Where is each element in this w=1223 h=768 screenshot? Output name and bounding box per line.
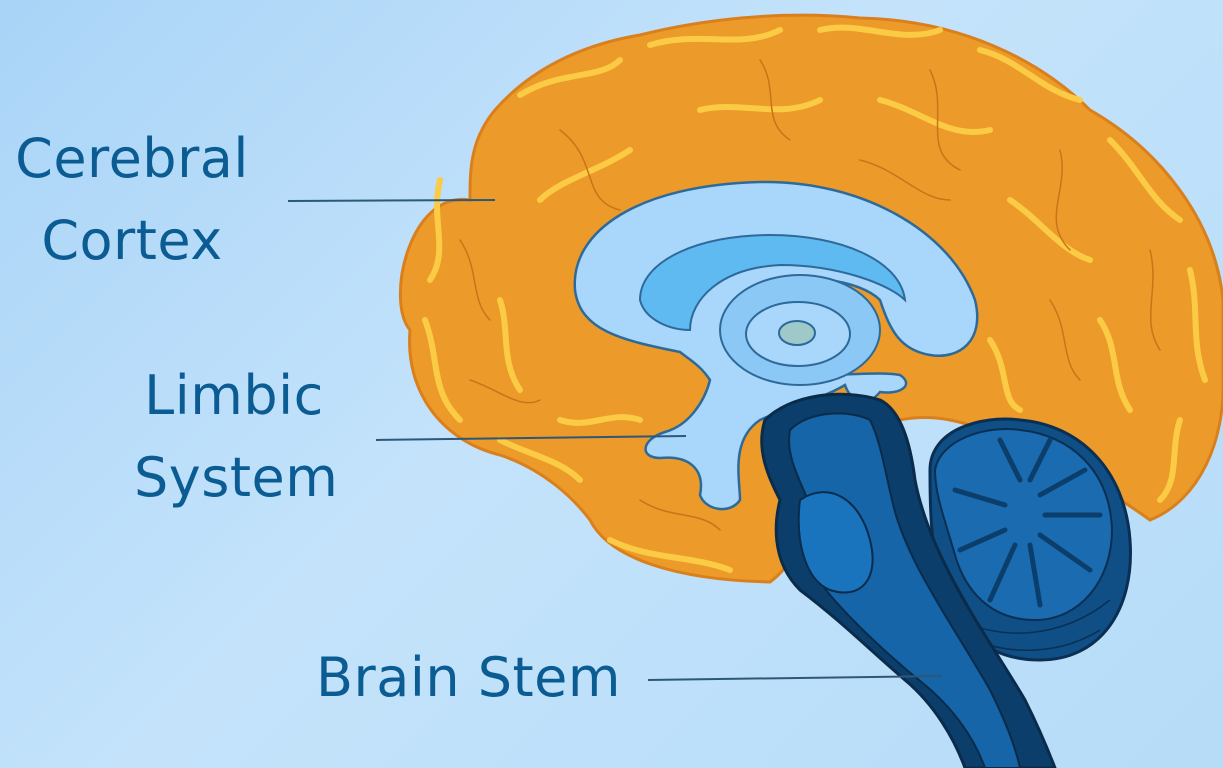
limbic-system-label-line1: Limbic — [134, 355, 334, 437]
brain-stem-label: Brain Stem — [316, 637, 621, 719]
limbic-core — [779, 321, 815, 345]
cerebral-cortex-label-line2: Cortex — [14, 200, 250, 282]
brain-stem-label-text: Brain Stem — [316, 637, 621, 719]
brainstem-leader-line — [648, 676, 942, 680]
cerebral-cortex-label-line1: Cerebral — [14, 118, 250, 200]
cerebral-cortex-label: Cerebral Cortex — [14, 118, 250, 282]
cortex-leader-line — [288, 200, 495, 201]
limbic-system-label-line2: System — [134, 437, 334, 519]
limbic-system-label: Limbic System — [134, 355, 334, 519]
